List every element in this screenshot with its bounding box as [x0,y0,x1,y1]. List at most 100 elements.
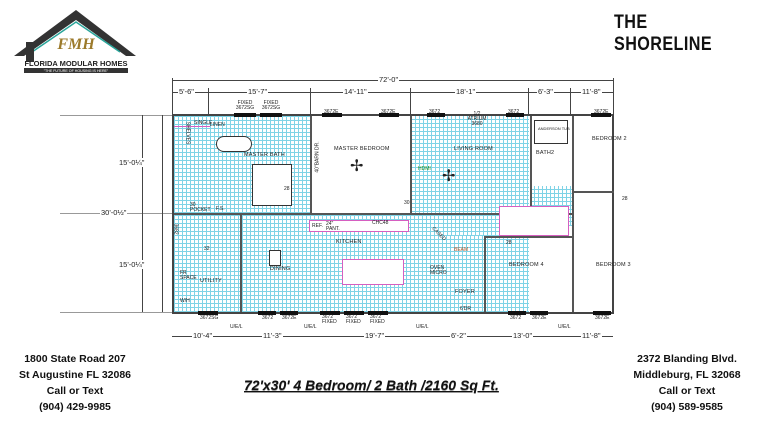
window-label: 3672 FIXED [370,314,385,325]
wall [174,213,572,215]
dim-tick [613,78,614,116]
fr-space-label: FR SPACE [180,270,197,281]
svg-text:FMH: FMH [56,36,95,53]
ref-label: REF. [312,223,323,229]
kitchen-counter [309,220,409,232]
door-label: 3682 [172,223,179,235]
beam-label: BEAM [454,247,469,253]
window [260,113,282,117]
window [530,311,548,315]
window [258,311,276,315]
bottom-dim: 19'-7" [364,331,386,340]
dim-line-left [142,115,143,312]
window-label: 3672 [262,315,274,321]
top-dim: 5'-6" [178,87,195,96]
window-label: FIXED 3672SG [235,100,255,111]
door-size: 32 [204,246,210,252]
shelves-label: SHELVES [184,121,191,145]
ceiling-fan-icon: ✢ [442,168,456,185]
tub-icon [534,120,568,144]
svg-text:"THE FUTURE OF HOUSING IS HERE: "THE FUTURE OF HOUSING IS HERE" [44,69,109,73]
washer-icon [269,250,281,266]
window-label: 3672E [594,109,609,115]
dim-tick [208,88,209,116]
room-master-bath: MASTER BATH [244,152,285,158]
address-line: Middleburg, FL 32068 [633,369,741,381]
phone-number[interactable]: (904) 589-9585 [651,401,723,413]
window [234,113,256,117]
single-label: SINGLE [194,120,213,126]
outlet-label: U/E/L [416,324,429,330]
window [344,311,364,315]
door-size: 28 [284,186,290,192]
door-size: 28 [622,196,628,202]
bottom-dim: 10'-4" [192,331,214,340]
window-label: FIXED 3672SG [261,100,281,111]
window [198,311,218,315]
pantry-label: 24" PANT. [326,221,340,232]
call-text-label: Call or Text [46,385,104,397]
room-bedroom-4: BEDROOM 4 [509,262,544,268]
address-line: 2372 Blanding Blvd. [637,353,737,365]
wall [530,116,532,226]
top-dimension-line [172,92,613,93]
floor-plan: MASTER BATH MASTER BEDROOM LIVING ROOM B… [172,101,631,330]
window-label: 3672 [429,109,441,115]
window-label: 3672SG [200,315,219,321]
window-label: 3672 FIXED [346,314,361,325]
window [368,311,388,315]
hdmi-label: HDMI [418,166,431,172]
house-roof-icon: FMH FLORIDA MODULAR HOMES "THE FUTURE OF… [14,10,136,73]
outlet-label: U/E/L [230,324,243,330]
call-text-label: Call or Text [658,385,716,397]
room-bedroom-2: BEDROOM 2 [592,136,627,142]
dim-tick [310,88,311,116]
window [379,113,399,117]
svg-text:FLORIDA MODULAR HOMES: FLORIDA MODULAR HOMES [24,59,127,68]
dim-tick [172,78,173,116]
window [593,311,611,315]
wall [484,236,486,312]
left-dim: 15'-0¼" [118,158,146,167]
right-office-address: 2372 Blanding Blvd. Middleburg, FL 32068… [612,351,762,415]
phone-number[interactable]: (904) 429-9985 [39,401,111,413]
left-dim: 15'-0¼" [118,260,146,269]
closet [499,206,569,236]
door-size: 30 [404,200,410,206]
bathtub-icon [216,136,252,152]
closet-line [174,126,210,127]
window [427,113,445,117]
wall [410,116,412,213]
water-heater-label: W/H [180,298,190,304]
barn-door-label: 40"BARN DR. [314,141,321,173]
bottom-dimension-line [172,336,613,337]
window [322,113,342,117]
window-label: 3672 [508,109,520,115]
wall [484,236,572,238]
model-title: THE SHORELINE [614,12,713,55]
shower-icon [252,164,292,206]
top-dim: 14'-11" [343,87,368,96]
top-dim: 6'-3" [537,87,554,96]
address-line: St Augustine FL 32086 [18,369,132,381]
room-living-room: LIVING ROOM [454,146,493,152]
left-dim: 30'-0½" [100,208,128,217]
dim-ext [60,115,172,116]
room-kitchen: KITCHEN [336,239,362,245]
window-label: 3672E [381,109,396,115]
address-line: 1800 State Road 207 [24,353,126,365]
room-bath2: BATH2 [536,150,555,156]
wall [310,116,312,213]
dim-ext [60,312,172,313]
window-label: 3672 [510,315,522,321]
wall [574,191,614,193]
window-label: 3672E [324,109,339,115]
top-dim: 18'-1" [455,87,477,96]
atrium-door-label: 1/2 ATRIUM 3680 [467,111,487,127]
dim-line-left [162,115,163,312]
window [508,311,526,315]
door-label: 6'DR [460,306,471,312]
bottom-dim: 6'-2" [450,331,467,340]
bottom-dim: 13'-0" [512,331,534,340]
window [320,311,340,315]
